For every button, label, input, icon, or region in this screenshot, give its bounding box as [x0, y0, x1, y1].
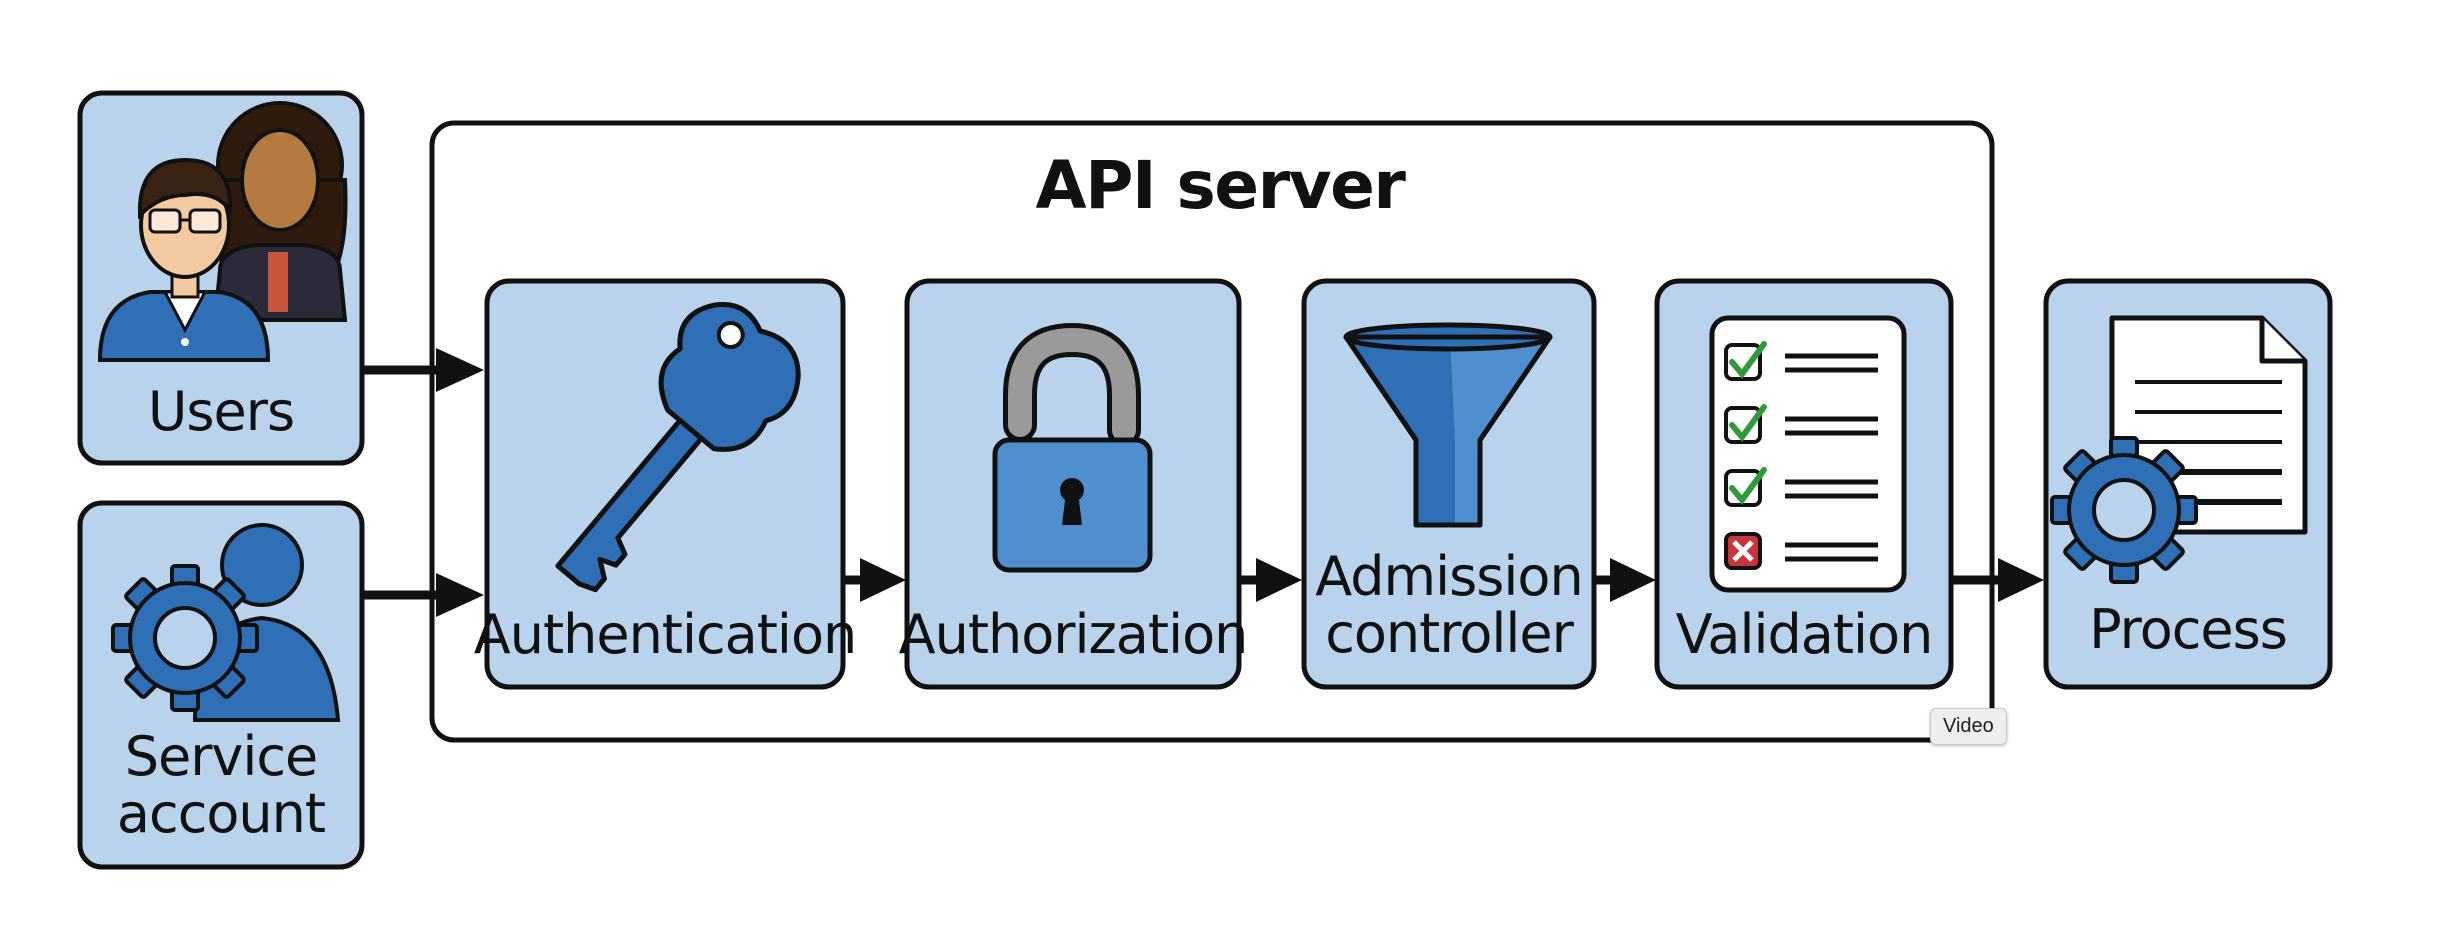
- service-account-label-line1: Service: [125, 725, 318, 788]
- service-account-icon: [111, 523, 341, 722]
- node-process: Process: [2043, 278, 2333, 690]
- unlocked-padlock-icon: [992, 322, 1153, 573]
- users-icon: [97, 101, 348, 362]
- authentication-label: Authentication: [474, 603, 856, 666]
- check-item-1: [1724, 341, 1878, 381]
- funnel-icon: [1343, 322, 1553, 528]
- node-authentication: Authentication: [474, 278, 857, 690]
- arrow-service-account-to-authentication: [362, 573, 484, 617]
- document-gear-icon: [2050, 315, 2308, 584]
- cross-item-4: [1724, 532, 1878, 570]
- arrow-users-to-authentication: [362, 348, 484, 392]
- video-tooltip: Video: [1930, 708, 2007, 745]
- check-item-3: [1724, 467, 1878, 507]
- arrow-validation-to-process: [1950, 558, 2044, 602]
- admission-controller-label-line2: controller: [1325, 602, 1574, 665]
- node-users: Users: [77, 90, 365, 466]
- api-server-title: API server: [1036, 147, 1407, 224]
- validation-label: Validation: [1676, 603, 1933, 666]
- key-icon: [555, 302, 801, 593]
- check-item-2: [1724, 404, 1878, 444]
- service-account-label-line2: account: [117, 782, 325, 845]
- node-authorization: Authorization: [899, 278, 1248, 690]
- node-service-account: Service account: [77, 500, 365, 870]
- process-label: Process: [2089, 598, 2287, 661]
- admission-controller-label-line1: Admission: [1315, 545, 1582, 608]
- checklist-icon: [1709, 315, 1907, 593]
- node-validation: Validation: [1654, 278, 1954, 690]
- authorization-label: Authorization: [899, 603, 1248, 666]
- node-admission-controller: Admission controller: [1301, 278, 1597, 690]
- users-label: Users: [148, 380, 294, 443]
